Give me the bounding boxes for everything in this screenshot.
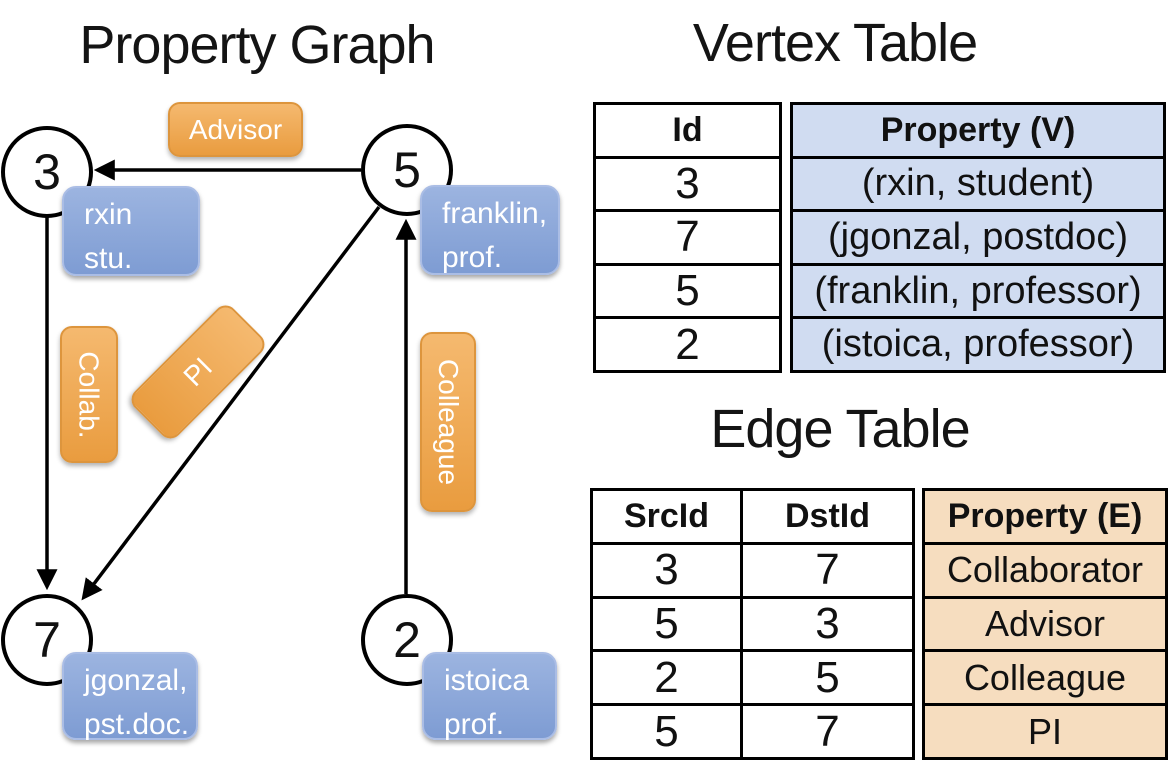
node-id: 3 [33, 144, 61, 200]
table-row: Collaborator [925, 541, 1165, 596]
vertex-label-istoica: istoica prof. [422, 652, 557, 741]
edge-dstid-cell: 7 [740, 706, 912, 757]
vertex-id-cell: 5 [675, 266, 700, 316]
table-row: 2 5 [593, 649, 912, 704]
vertex-label-line: prof. [442, 241, 503, 274]
edge-table-id-columns: SrcId DstId 3 7 5 3 2 5 5 7 [590, 488, 915, 760]
vertex-label-line: istoica [444, 664, 530, 697]
vertex-id-header: Id [672, 110, 703, 149]
table-row: (franklin, professor) [793, 262, 1163, 317]
edge-property-cell: Advisor [925, 598, 1165, 650]
table-header-row: Property (V) [793, 105, 1163, 156]
edge-srcid-cell: 5 [654, 706, 679, 756]
vertex-property-cell: (istoica, professor) [793, 319, 1163, 370]
edge-arrow-5-to-7 [81, 205, 381, 601]
vertex-label-line: pst.doc. [84, 708, 190, 741]
vertex-table-property-column: Property (V) (rxin, student) (jgonzal, p… [790, 102, 1166, 373]
vertex-property-cell: (jgonzal, postdoc) [793, 212, 1163, 263]
edge-property-header: Property (E) [925, 491, 1165, 542]
vertex-label-line: jgonzal, [84, 664, 188, 697]
edge-srcid-cell: 3 [654, 545, 679, 595]
edge-label-collab: Collab. [60, 326, 118, 463]
edge-label-text: Colleague [433, 358, 465, 486]
table-row: 3 [596, 155, 779, 210]
vertex-label-rxin: rxin stu. [62, 186, 200, 276]
edge-label-colleague: Colleague [420, 332, 476, 512]
table-row: 3 7 [593, 541, 912, 596]
graph-node-5: 5 [361, 124, 453, 216]
vertex-label-jgonzal: jgonzal, pst.doc. [62, 652, 198, 741]
edge-property-cell: Colleague [925, 652, 1165, 704]
table-row: (jgonzal, postdoc) [793, 209, 1163, 263]
table-header-row: Property (E) [925, 491, 1165, 542]
vertex-property-header: Property (V) [793, 105, 1163, 156]
edge-table-property-column: Property (E) Collaborator Advisor Collea… [922, 488, 1168, 760]
table-row: 7 [596, 209, 779, 263]
node-id: 7 [33, 612, 61, 668]
table-row: 5 [596, 262, 779, 317]
vertex-label-line: franklin, [442, 197, 548, 230]
vertex-label-line: rxin [84, 198, 133, 231]
property-graph-title: Property Graph [79, 15, 435, 75]
edge-dstid-cell: 7 [740, 544, 912, 596]
table-row: 2 [596, 316, 779, 370]
edge-table-title: Edge Table [710, 399, 970, 459]
edge-label-advisor: Advisor [168, 102, 303, 157]
table-row: (rxin, student) [793, 155, 1163, 210]
edge-srcid-cell: 5 [654, 598, 679, 648]
table-row: Advisor [925, 595, 1165, 650]
table-row: 5 7 [593, 703, 912, 757]
vertex-id-cell: 3 [675, 158, 700, 208]
edge-label-text: PI [177, 351, 218, 392]
edge-dstid-cell: 5 [740, 652, 912, 704]
edge-dstid-cell: 3 [740, 598, 912, 650]
edge-property-cell: PI [925, 706, 1165, 757]
edge-label-text: Advisor [188, 113, 283, 145]
edge-srcid-header: SrcId [623, 496, 710, 535]
vertex-label-franklin: franklin, prof. [420, 185, 560, 275]
node-id: 5 [393, 142, 421, 198]
edge-property-cell: Collaborator [925, 544, 1165, 596]
vertex-id-cell: 2 [675, 319, 700, 369]
node-id: 2 [393, 612, 421, 668]
vertex-id-cell: 7 [675, 212, 700, 262]
table-row: Colleague [925, 649, 1165, 704]
graph-edges-layer [36, 159, 417, 601]
vertex-property-cell: (franklin, professor) [793, 265, 1163, 317]
edge-dstid-header: DstId [740, 491, 912, 542]
vertex-table-id-column: Id 3 7 5 2 [593, 102, 782, 373]
vertex-property-cell: (rxin, student) [793, 158, 1163, 210]
edge-srcid-cell: 2 [654, 652, 679, 702]
table-row: 5 3 [593, 595, 912, 650]
table-header-row: SrcId DstId [593, 491, 912, 542]
table-row: PI [925, 703, 1165, 757]
vertex-table-title: Vertex Table [692, 13, 978, 73]
vertex-label-line: stu. [84, 242, 133, 275]
edge-label-text: Collab. [74, 350, 106, 439]
graph-node-2: 2 [361, 594, 453, 686]
vertex-label-line: prof. [444, 708, 505, 741]
table-row: (istoica, professor) [793, 316, 1163, 370]
table-header-row: Id [596, 105, 779, 156]
